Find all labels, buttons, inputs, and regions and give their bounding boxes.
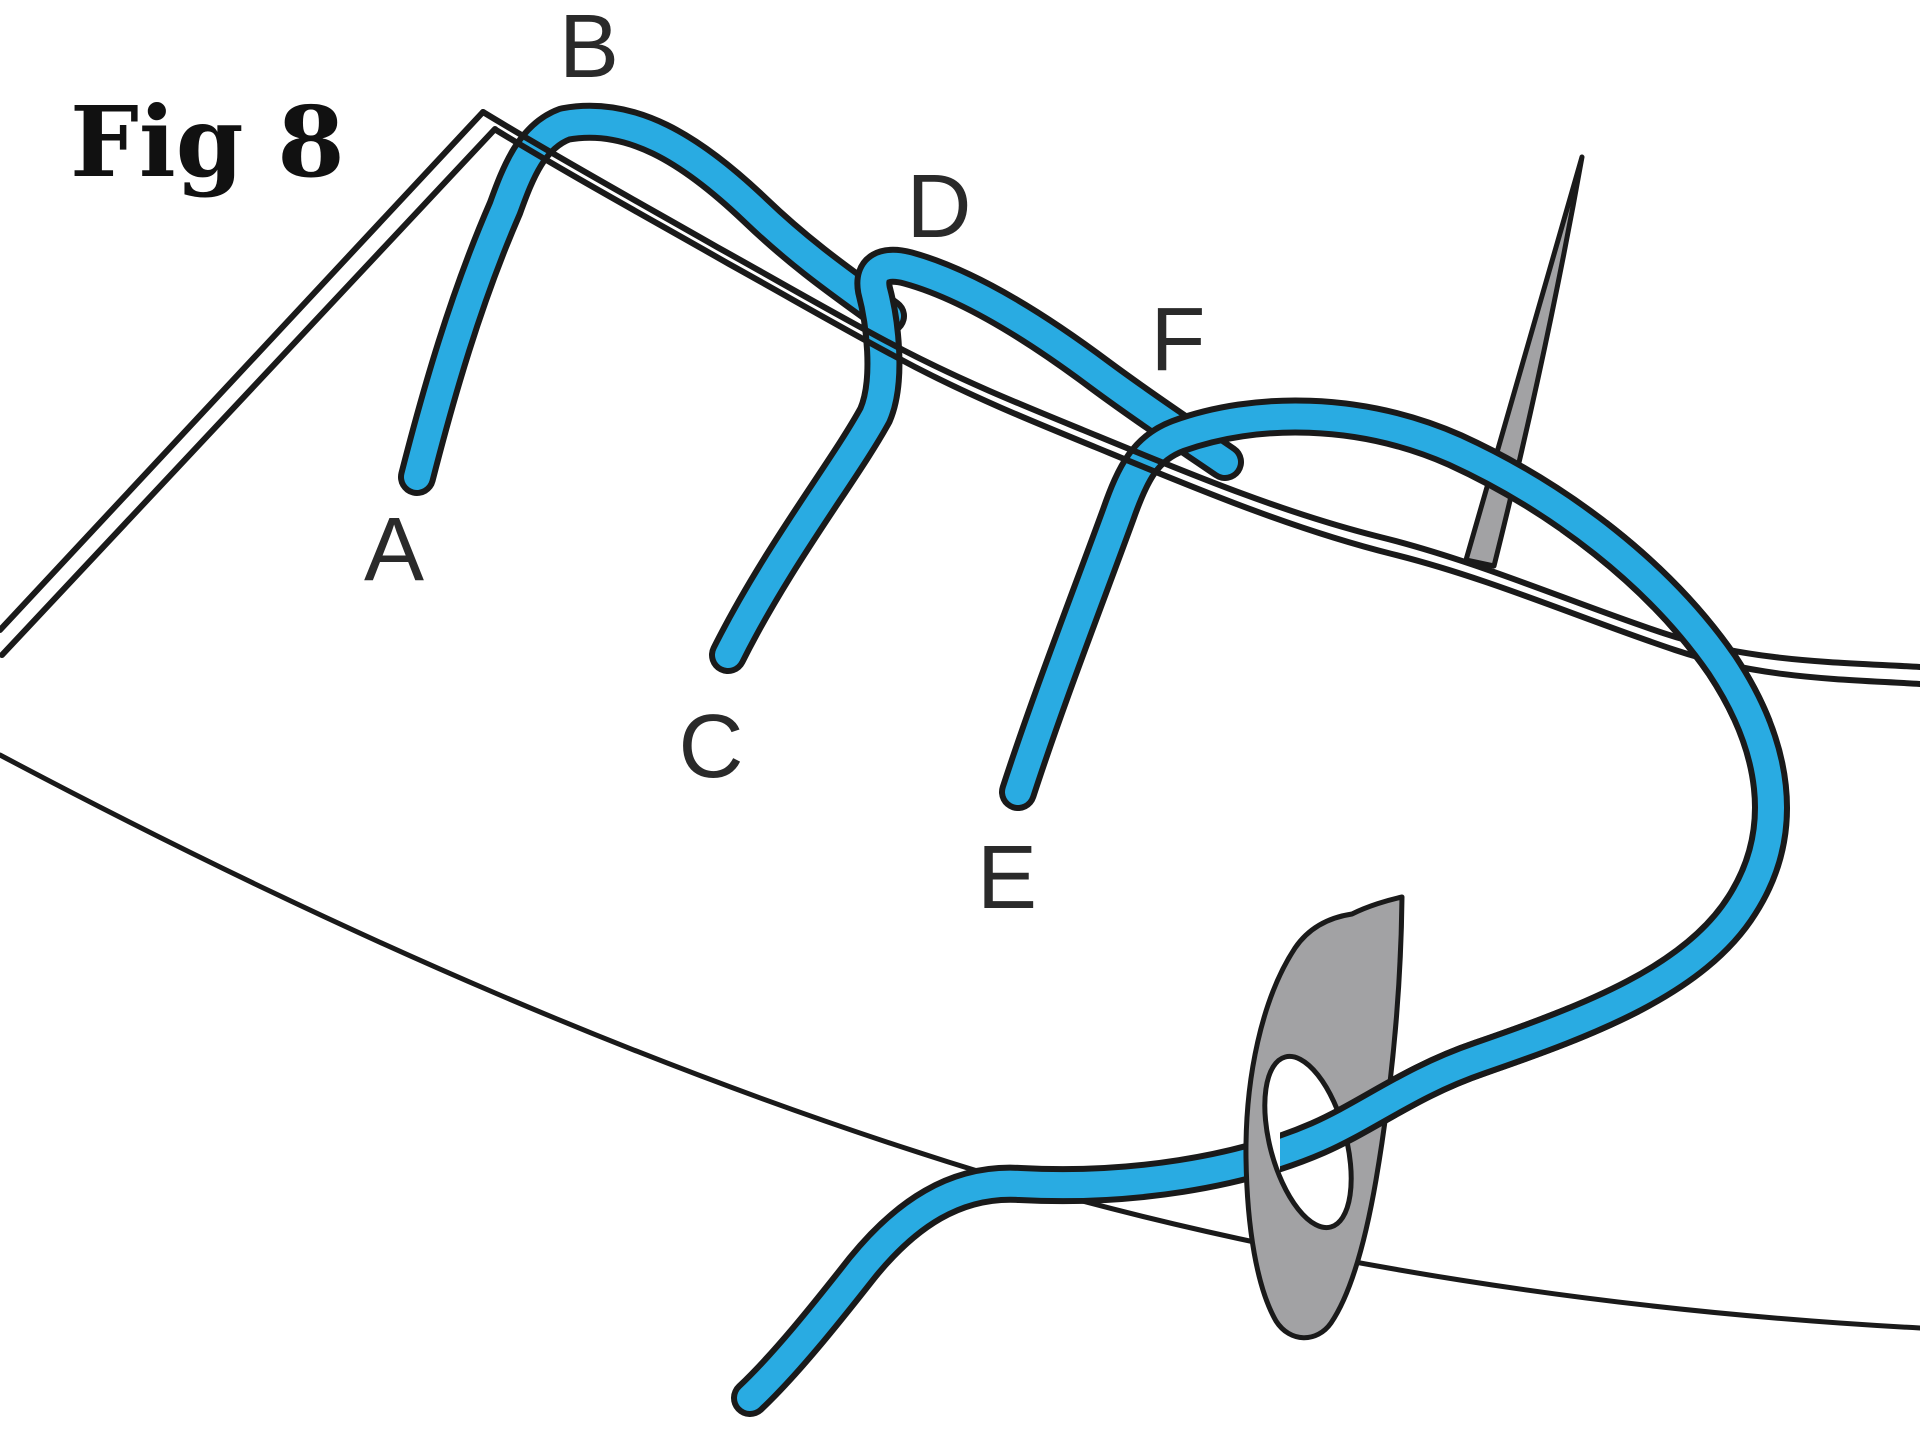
label-b: B — [559, 0, 619, 97]
figure-caption: Fig 8 — [70, 85, 345, 199]
label-d: D — [907, 157, 972, 257]
label-e: E — [977, 828, 1037, 928]
fabric-fold-hem-edge — [480, 109, 1920, 687]
fabric-left-edge — [0, 109, 498, 658]
label-f: F — [1151, 290, 1206, 390]
label-a: A — [364, 500, 424, 600]
label-c: C — [679, 697, 744, 797]
